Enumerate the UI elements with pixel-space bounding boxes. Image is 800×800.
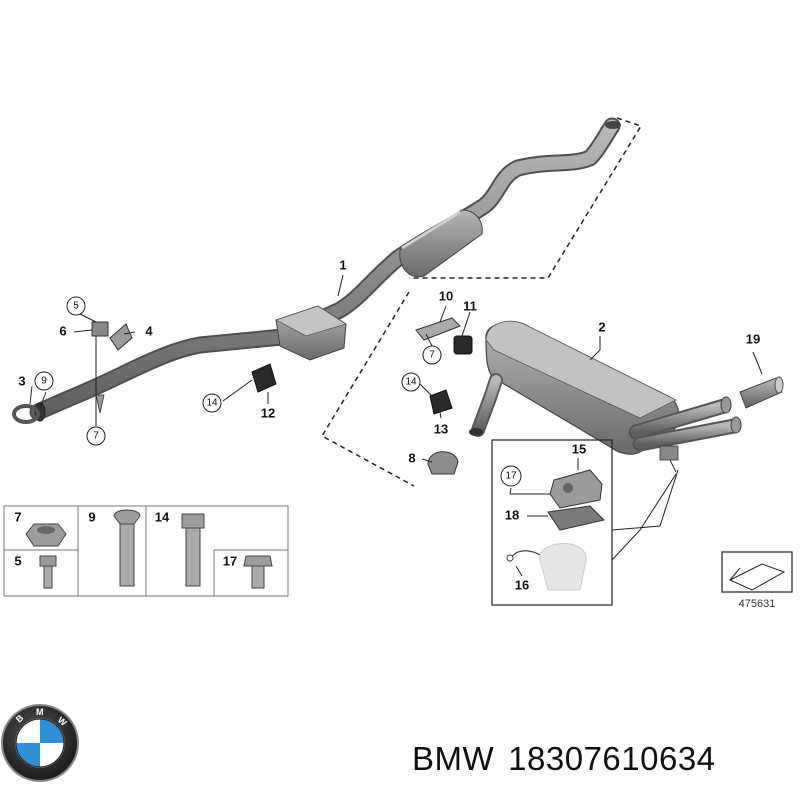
diagram-id: 475631 [739,598,776,610]
callout-4: 4 [145,323,153,338]
caption-brand: BMW [412,740,495,777]
circled-14-rear: 14 [405,377,417,388]
small-parts [12,317,784,475]
fastener-table [3,505,289,597]
rear-silencer [469,320,742,473]
flange-nut-part [25,523,67,547]
circled-5: 5 [73,301,79,312]
bolt-14-part [181,513,205,529]
callout-6: 6 [59,323,66,338]
table-label-7: 7 [14,509,21,524]
callout-15: 15 [572,441,586,456]
callout-13: 13 [434,421,448,436]
table-label-9: 9 [88,509,95,524]
circled-14-front: 14 [206,398,218,409]
callout-8: 8 [408,450,415,465]
circled-7-rear: 7 [429,350,435,361]
detail-box [491,439,679,606]
circled-callouts: 5 9 7 14 7 14 17 [34,296,522,487]
circled-7-front: 7 [93,431,99,442]
actuator-part [549,469,603,509]
circled-9: 9 [41,376,47,387]
callout-3: 3 [18,373,25,388]
table-label-14: 14 [155,509,170,524]
callout-labels: 1 2 3 4 6 8 10 11 12 13 15 16 18 19 [18,257,760,592]
bolt-17-part [243,555,273,567]
callout-11: 11 [463,298,477,313]
part-caption: BMW 18307610634 [412,740,792,778]
callout-10: 10 [439,288,453,303]
clamp-part [12,404,40,424]
callout-2: 2 [598,319,605,334]
callout-19: 19 [746,331,760,346]
table-labels: 7 9 14 5 17 [14,509,237,568]
orientation-arrow-box [721,551,793,593]
leader-lines [29,274,763,577]
caption-part-number: 18307610634 [508,740,716,777]
bolt-5-part [39,555,57,567]
bracket-part [547,505,605,531]
bolt-9-part [113,509,141,525]
front-exhaust-pipe [29,117,621,422]
callout-12: 12 [261,405,275,420]
callout-16: 16 [515,577,529,592]
bmw-roundel-icon: B M W [1,704,79,782]
logo-letter-m: M [36,707,44,717]
dashed-assembly-boundary [320,117,643,487]
callout-18: 18 [505,507,519,522]
circled-17: 17 [505,471,517,482]
logo-letter-b: B [14,712,26,724]
table-label-5: 5 [14,553,21,568]
table-label-17: 17 [223,553,237,568]
callout-1: 1 [339,257,346,272]
